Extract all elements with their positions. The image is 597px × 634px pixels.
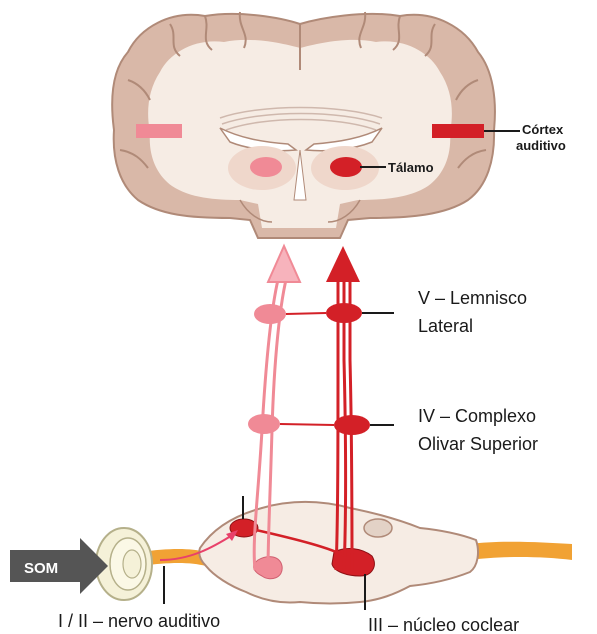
cortex-label-line1: Córtex: [522, 122, 564, 137]
brain-coronal-section: [112, 12, 495, 238]
light-pathway-arrowhead: [268, 246, 300, 282]
thalamus-nucleus-right: [330, 157, 362, 177]
sound-label: SOM: [24, 560, 58, 577]
brainstem-section: [140, 502, 572, 604]
auditory-nerve-right: [470, 542, 572, 560]
brainstem-nucleus-gray: [364, 519, 392, 537]
auditory-cortex-right: [432, 124, 484, 138]
lemniscus-label-line1: V – Lemnisco: [418, 288, 527, 308]
dark-lemniscus-node: [326, 303, 362, 323]
auditory-cortex-left: [136, 124, 182, 138]
thalamus-nucleus-left: [250, 157, 282, 177]
sound-arrow: SOM: [10, 538, 108, 594]
nerve-label: I / II – nervo auditivo: [58, 611, 220, 631]
lemniscus-label-line2: Lateral: [418, 316, 473, 336]
olivary-label-line2: Olivar Superior: [418, 434, 538, 454]
cortex-label-line2: auditivo: [516, 138, 566, 153]
dark-pathway-arrowhead: [326, 246, 360, 282]
cochlear-nucleus-label: III – núcleo coclear: [368, 615, 519, 634]
thalamus-label: Tálamo: [388, 160, 434, 175]
lemniscus-crossing-line: [286, 313, 326, 314]
light-lemniscus-node: [254, 304, 286, 324]
olivary-label-line1: IV – Complexo: [418, 406, 536, 426]
dark-olivary-node: [334, 415, 370, 435]
light-olivary-node: [248, 414, 280, 434]
cochlea-inner: [123, 550, 141, 578]
olivary-crossing-line: [280, 424, 334, 425]
